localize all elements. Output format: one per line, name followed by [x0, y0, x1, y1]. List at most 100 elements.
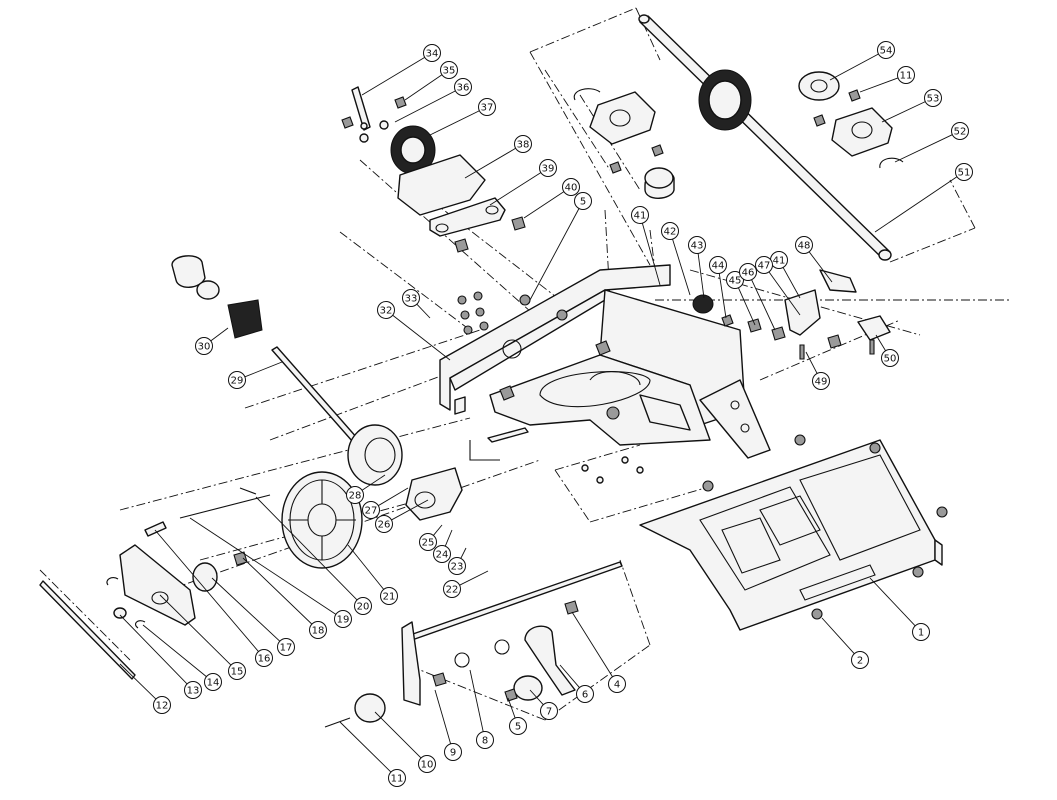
callout-15: 15	[159, 594, 246, 680]
callout-28: 28	[346, 474, 386, 504]
callout-number: 11	[391, 774, 404, 785]
callout-16: 16	[154, 529, 273, 667]
callout-leader-line	[339, 721, 392, 773]
callout-11: 11	[339, 721, 406, 787]
callout-leader-line	[394, 90, 456, 123]
callout-leader-line	[429, 110, 480, 136]
callout-number: 16	[258, 654, 271, 665]
callout-leader-line	[529, 208, 580, 301]
callout-circle	[897, 66, 915, 84]
callout-circle	[228, 371, 246, 389]
callout-leader-line	[718, 273, 727, 319]
callout-8: 8	[469, 669, 494, 749]
callout-number: 19	[337, 615, 350, 626]
callout-46: 46	[739, 263, 776, 331]
callout-circle	[433, 545, 451, 563]
callout-circle	[881, 349, 899, 367]
callout-circle	[418, 755, 436, 773]
callout-40: 40	[523, 178, 580, 219]
callout-number: 8	[482, 736, 488, 747]
callout-13: 13	[119, 614, 202, 699]
callout-47: 47	[755, 256, 801, 316]
callout-circle	[631, 206, 649, 224]
callout-number: 32	[380, 306, 393, 317]
callout-number: 40	[565, 183, 578, 194]
callout-circle	[402, 289, 420, 307]
callout-number: 33	[405, 294, 418, 305]
callout-number: 53	[927, 94, 940, 105]
callout-23: 23	[448, 547, 467, 575]
callout-leader-line	[391, 499, 429, 521]
callout-number: 12	[156, 701, 169, 712]
callout-number: 35	[443, 66, 456, 77]
callout-number: 54	[880, 46, 893, 57]
left-bracket-group	[39, 521, 248, 680]
callout-20: 20	[255, 496, 372, 615]
callout-number: 11	[900, 71, 913, 82]
bottom-plate-part-1	[639, 439, 943, 631]
callout-44: 44	[709, 256, 727, 319]
callout-43: 43	[688, 236, 706, 299]
callout-number: 42	[664, 227, 677, 238]
callout-leader-line	[416, 303, 431, 319]
callout-number: 46	[742, 268, 755, 279]
callout-circle	[375, 515, 393, 533]
callout-circle	[448, 557, 466, 575]
callout-number: 45	[729, 276, 742, 287]
callout-circle	[478, 98, 496, 116]
callout-circle	[955, 163, 973, 181]
callout-number: 18	[312, 626, 325, 637]
callout-leader-line	[142, 624, 207, 677]
callout-leader-line	[242, 557, 313, 625]
callout-leader-line	[805, 351, 818, 374]
callout-circle	[951, 122, 969, 140]
callout-circle	[228, 662, 246, 680]
callout-51: 51	[874, 163, 973, 233]
callout-leader-line	[641, 223, 661, 286]
callout-leader-line	[697, 253, 705, 299]
callout-leader-line	[829, 53, 879, 81]
callout-leader-line	[507, 697, 516, 719]
callout-34: 34	[361, 44, 441, 96]
callout-circle	[377, 301, 395, 319]
callout-leader-line	[881, 101, 926, 123]
callout-number: 47	[758, 261, 771, 272]
callout-circle	[726, 271, 744, 289]
callout-leader-line	[768, 271, 801, 316]
callout-leader-line	[459, 570, 489, 586]
callout-9: 9	[434, 689, 462, 761]
callout-10: 10	[374, 711, 436, 773]
callout-2: 2	[821, 617, 869, 669]
callout-1: 1	[869, 577, 930, 641]
callout-11: 11	[859, 66, 915, 93]
callout-leader-line	[119, 663, 157, 700]
callout-number: 7	[546, 707, 552, 718]
callout-number: 20	[357, 602, 370, 613]
left-shaft-assembly	[171, 255, 403, 486]
callout-circle	[539, 159, 557, 177]
callout-number: 41	[773, 256, 786, 267]
callout-circle	[795, 236, 813, 254]
callout-leader-line	[361, 56, 425, 96]
callout-circle	[688, 236, 706, 254]
callout-30: 30	[195, 327, 229, 355]
callout-number: 28	[349, 491, 362, 502]
callout-leader-line	[808, 251, 833, 283]
callout-circle	[204, 673, 222, 691]
callout-circle	[576, 685, 594, 703]
callout-32: 32	[377, 301, 451, 361]
callout-22: 22	[443, 570, 489, 598]
callout-37: 37	[429, 98, 496, 136]
callout-5: 5	[507, 697, 527, 735]
callout-number: 38	[517, 140, 530, 151]
callout-leader-line	[821, 617, 855, 654]
callout-circle	[153, 696, 171, 714]
callout-41: 41	[770, 251, 801, 299]
callout-circle	[562, 178, 580, 196]
callout-circle	[574, 192, 592, 210]
callout-circle	[309, 621, 327, 639]
callout-number: 22	[446, 585, 459, 596]
callout-leader-line	[444, 529, 453, 547]
callout-leader-line	[119, 614, 188, 685]
